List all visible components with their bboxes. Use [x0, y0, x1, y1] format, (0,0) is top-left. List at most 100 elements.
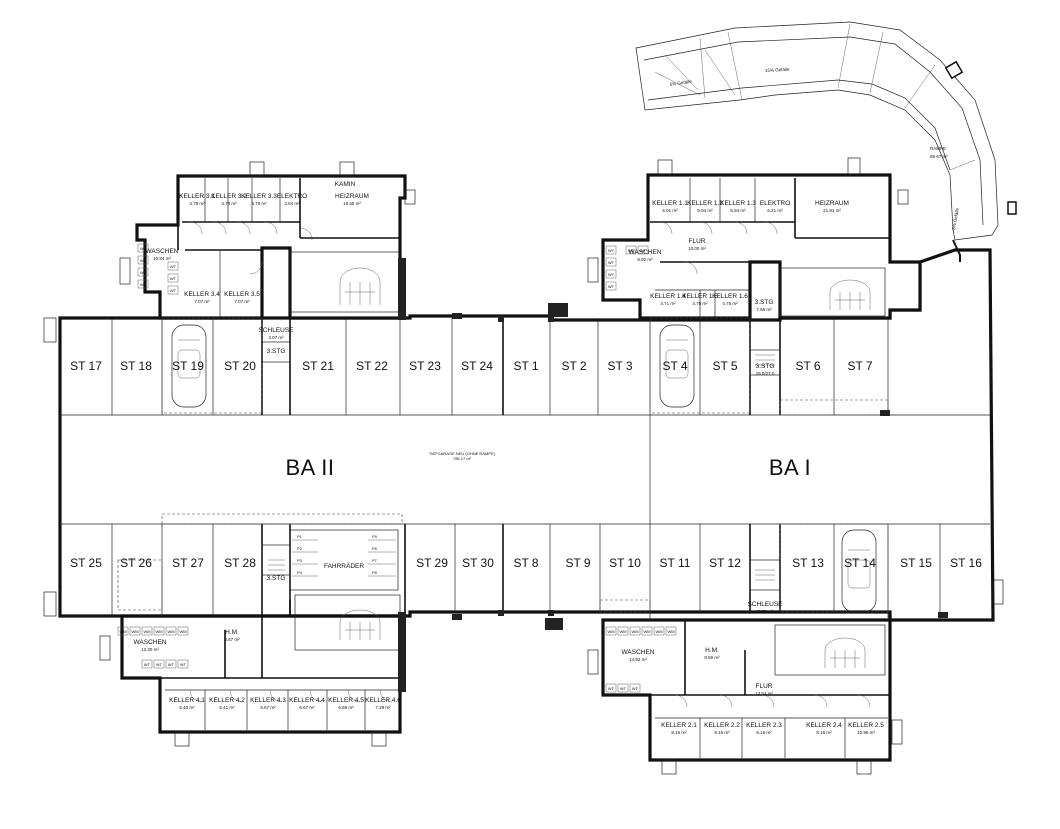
parking-space-st-12: ST 12 — [709, 556, 741, 570]
room-k22-name: KELLER 2.2 — [704, 722, 740, 729]
room-heiz3-area: 19.55 m² — [343, 201, 361, 206]
washer-label-18: WT — [620, 686, 627, 691]
parking-space-st-14: ST 14 — [844, 556, 876, 570]
room-wasch3-name: WASCHEN — [146, 248, 179, 255]
parking-space-st-22: ST 22 — [356, 359, 388, 373]
room-k21-area: 8.16 m² — [671, 730, 687, 735]
room-k43-name: KELLER 4.3 — [250, 697, 286, 704]
room-k23-area: 8.16 m² — [756, 730, 772, 735]
parking-space-st-2: ST 2 — [561, 359, 586, 373]
washer-label-4: WT — [170, 264, 177, 269]
room-k25-area: 10.96 m² — [857, 730, 875, 735]
room-stg4-name: 3.STG — [267, 575, 286, 582]
wm-label-11: WM — [667, 629, 674, 634]
wm-label-1: WM — [131, 629, 138, 634]
room-flur1-name: FLUR — [689, 238, 706, 245]
room-k15-name: KELLER 1.5 — [682, 293, 718, 300]
bike-slot-p7: P7 — [372, 558, 378, 563]
room-k46-area: 7.28 m² — [375, 705, 391, 710]
washer-label-14: WT — [156, 662, 163, 667]
wm-label-0: WM — [119, 629, 126, 634]
room-flur2-area: 13.54 m² — [755, 691, 773, 696]
room-k45-area: 6.68 m² — [338, 705, 354, 710]
washer-label-2: WT — [140, 270, 147, 275]
parking-space-st-7: ST 7 — [847, 359, 872, 373]
section-label-ba-ii: BA II — [286, 455, 335, 480]
washer-label-3: WT — [140, 282, 147, 287]
room-k21-name: KELLER 2.1 — [661, 722, 697, 729]
room-k35-area: 7.07 m² — [234, 299, 250, 304]
section-label-ba-i: BA I — [769, 455, 811, 480]
car-outline-st19 — [171, 324, 207, 408]
room-k41-area: 6.40 m² — [179, 705, 195, 710]
room-k24-area: 8.16 m² — [816, 730, 832, 735]
wm-label-3: WM — [155, 629, 162, 634]
parking-space-st-18: ST 18 — [120, 359, 152, 373]
room-k16-area: 4.75 m² — [722, 301, 738, 306]
parking-space-st-3: ST 3 — [607, 359, 632, 373]
room-flur2-name: FLUR — [756, 683, 773, 690]
wm-label-6: WM — [607, 629, 614, 634]
room-elektro1-name: ELEKTRO — [760, 200, 790, 207]
parking-space-st-9: ST 9 — [565, 556, 590, 570]
washer-label-8: WT — [608, 260, 615, 265]
wm-label-8: WM — [631, 629, 638, 634]
car-outline-st14 — [841, 529, 877, 613]
room-wasch2-name: WASCHEN — [622, 649, 655, 656]
ramp-area: 69.67 m² — [930, 154, 948, 159]
room-heiz1-area: 21.91 m² — [823, 208, 841, 213]
room-schleuse2-name: SCHLEUSE — [747, 601, 783, 608]
bike-slot-p4: P4 — [297, 570, 303, 575]
room-k11-area: 6.01 m² — [662, 208, 678, 213]
block-keller-3 — [119, 161, 416, 320]
ramp-slope-side: 8% Gefälle — [951, 207, 960, 230]
washer-label-9: WT — [608, 272, 615, 277]
room-k14-area: 4.71 m² — [660, 301, 676, 306]
room-k31-name: KELLER 3.1 — [179, 193, 215, 200]
room-k42-name: KELLER 4.2 — [209, 697, 245, 704]
block-keller-2 — [587, 618, 903, 775]
parking-space-st-25: ST 25 — [70, 556, 102, 570]
room-k16-name: KELLER 1.6 — [712, 293, 748, 300]
parking-space-st-20: ST 20 — [224, 359, 256, 373]
bike-slot-p8: P8 — [372, 570, 378, 575]
block-keller-1 — [587, 157, 922, 320]
parking-space-st-19: ST 19 — [172, 359, 204, 373]
room-k43-area: 6.67 m² — [260, 705, 276, 710]
room-k33-area: 4.78 m² — [251, 201, 267, 206]
room-schleuse2-area: 7.55 m² — [757, 609, 773, 614]
room-k14-name: KELLER 1.4 — [650, 293, 686, 300]
wm-label-9: WM — [643, 629, 650, 634]
room-k24-name: KELLER 2.4 — [806, 722, 842, 729]
wm-label-7: WM — [619, 629, 626, 634]
room-wasch1-area: 9.92 m² — [637, 257, 653, 262]
room-k44-name: KELLER 4.4 — [289, 697, 325, 704]
room-elektro3-name: ELEKTRO — [277, 193, 307, 200]
parking-space-st-6: ST 6 — [795, 359, 820, 373]
room-heiz1-name: HEIZRAUM — [815, 200, 849, 207]
room-k41-name: KELLER 4.1 — [169, 697, 205, 704]
room-hm4-name: H.M. — [225, 629, 239, 636]
bike-slot-p6: P6 — [372, 546, 378, 551]
room-k46-name: KELLER 4.6 — [365, 697, 401, 704]
bike-slot-p5: P5 — [372, 534, 378, 539]
parking-space-st-4: ST 4 — [662, 359, 687, 373]
washer-label-6: WT — [170, 288, 177, 293]
room-k44-area: 6.67 m² — [299, 705, 315, 710]
parking-space-st-29: ST 29 — [416, 556, 448, 570]
parking-space-st-28: ST 28 — [224, 556, 256, 570]
room-k31-area: 4.78 m² — [189, 201, 205, 206]
room-k45-name: KELLER 4.5 — [328, 697, 364, 704]
washer-label-7: WT — [608, 248, 615, 253]
parking-space-st-11: ST 11 — [660, 556, 691, 570]
room-hm4-area: 3.67 m² — [224, 637, 240, 642]
bike-slot-p2: P2 — [297, 546, 303, 551]
garage-area: 785.17 m² — [453, 456, 472, 461]
washer-label-0: WT — [140, 246, 147, 251]
room-k25-name: KELLER 2.5 — [848, 722, 884, 729]
parking-space-st-21: ST 21 — [302, 359, 334, 373]
bike-slot-p1: P1 — [297, 534, 303, 539]
